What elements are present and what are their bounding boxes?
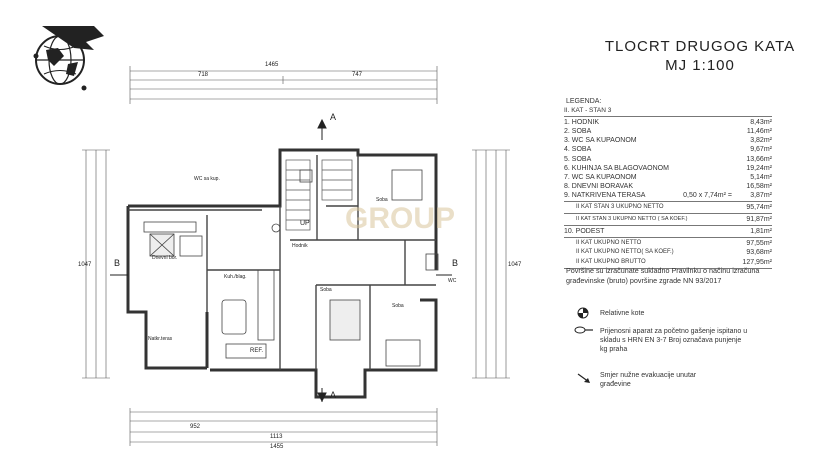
room-label-hall: Hodnik <box>292 243 308 249</box>
evacuation-arrow-icon <box>577 373 590 383</box>
dim-bottom-total: 1113 <box>270 434 283 440</box>
dim-top-left: 718 <box>198 72 209 78</box>
ref-label: REF. <box>250 348 264 354</box>
top-dimension-lines <box>129 66 438 104</box>
relative-level-label: Relativne kote <box>600 310 645 317</box>
dim-bottom-sub: 952 <box>190 424 201 430</box>
side-dimension-lines <box>82 149 510 379</box>
room-label-room-c: Soba <box>392 303 404 309</box>
dim-right-total: 1047 <box>508 262 522 268</box>
plan-title: TLOCRT DRUGOG KATA <box>604 38 796 55</box>
evacuation-label: Smjer nužne evakuacije unutar građevine <box>600 372 697 388</box>
room-label-living: Dnevni bor. <box>152 255 178 261</box>
extinguisher-label: Prijenosni aparat za početno gašenje isp… <box>600 328 748 353</box>
plan-scale: MJ 1:100 <box>665 57 735 74</box>
section-label-a-top: A <box>330 112 337 122</box>
dim-bottom-total2: 1455 <box>270 444 284 450</box>
outer-walls <box>126 148 438 399</box>
section-label-b-right: B <box>452 258 459 268</box>
watermark-text: GROUP <box>345 202 455 235</box>
room-label-wc1: WC sa kup. <box>194 176 220 182</box>
legend-terrace-row: 9. NATKRIVENA TERASA 0,50 x 7,74m² = 3,8… <box>564 191 772 199</box>
section-markers <box>110 118 452 403</box>
logo-wing-icon <box>42 26 104 50</box>
dim-top-right: 747 <box>352 72 363 78</box>
bottom-dimension-lines <box>129 408 438 446</box>
dim-top-total: 1465 <box>265 62 279 68</box>
extinguisher-icon <box>574 326 593 334</box>
room-label-terrace: Natkr.teras <box>148 336 173 342</box>
legend-floor-coef-row: II KAT UKUPNO NETTO( SA KOEF.)93,68m² <box>576 249 772 257</box>
furniture <box>143 169 439 367</box>
stair-up-label: UP <box>300 220 310 227</box>
room-label-wc2: WC <box>448 278 457 284</box>
company-logo <box>33 26 104 91</box>
legend-heading: LEGENDA: <box>566 98 602 105</box>
staircase <box>285 159 353 231</box>
relative-level-icon <box>577 307 589 319</box>
legend-unit-heading: II. KAT - STAN 3 <box>564 107 612 115</box>
room-label-kitchen: Kuh./blag. <box>224 274 247 280</box>
dim-left-total: 1047 <box>78 262 92 268</box>
section-label-a-bottom: A <box>330 390 337 400</box>
room-label-room-b: Soba <box>320 287 332 293</box>
inner-walls <box>128 155 436 370</box>
area-note: Površine su izračunate sukladno Pravilnk… <box>566 266 760 285</box>
room-label-room-a: Soba <box>376 197 388 203</box>
legend-net-coef-row: II KAT STAN 3 UKUPNO NETTO ( SA KOEF.)91… <box>576 216 772 224</box>
section-label-b-left: B <box>114 258 121 268</box>
